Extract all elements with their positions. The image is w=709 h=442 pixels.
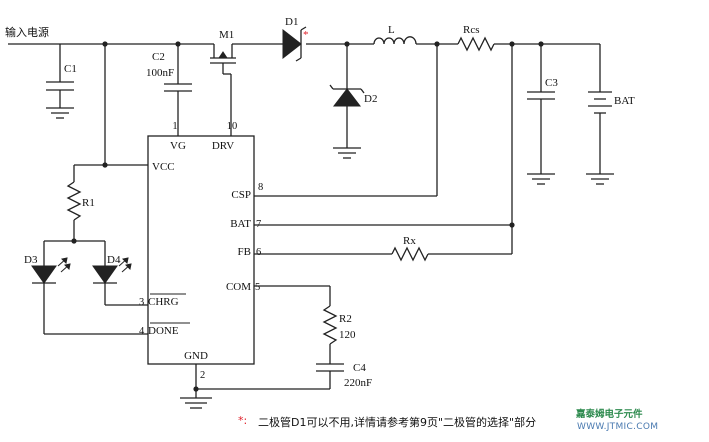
pin-name-done: DONE [148,325,179,337]
note-text: 二极管D1可以不用,详情请参考第9页"二极管的选择"部分 [258,415,536,429]
pin-name-vg: VG [170,140,186,152]
junction-gnd [193,386,199,392]
pin-number-gnd: 2 [200,370,205,381]
ground-d2 [333,147,361,159]
inductor-l [373,36,417,45]
pin-number-com: 5 [255,282,260,293]
label-m1: M1 [219,29,234,41]
label-c2-value: 100nF [146,67,174,79]
label-d1-mark: * [303,29,309,41]
watermark-url: WWW.JTMIC.COM [577,422,658,432]
pin-number-chrg: 3 [139,297,144,308]
bat-wiring [254,44,513,254]
junction-vcc [102,162,108,168]
label-l: L [388,24,395,36]
pin-name-bat: BAT [230,218,251,230]
resistor-rcs [457,36,495,52]
label-r2: R2 [339,313,352,325]
label-r1: R1 [82,197,95,209]
ground-bat [586,173,614,185]
label-r2-value: 120 [339,329,356,341]
battery-bat [588,44,612,174]
pin-number-csp: 8 [258,182,263,193]
label-rx: Rx [403,235,416,247]
capacitor-c4 [196,363,344,390]
ground-c3 [527,173,555,185]
vcc-wiring [74,44,148,166]
mosfet-m1 [210,44,236,136]
pin-name-chrg: CHRG [148,296,179,308]
label-d1: D1 [285,16,298,28]
ground-ic [180,397,212,409]
label-c4: C4 [353,362,366,374]
label-d2: D2 [364,93,377,105]
capacitor-c1 [46,44,74,108]
diode-d1 [282,26,307,62]
pin-name-gnd: GND [184,350,208,362]
label-d3: D3 [24,254,38,266]
diode-d2 [329,44,365,148]
label-d4: D4 [107,254,121,266]
capacitor-c2 [164,44,192,136]
pin-number-fb: 6 [256,247,261,258]
com-wiring [254,285,331,306]
label-input-power: 输入电源 [5,25,49,39]
label-c3: C3 [545,77,558,89]
label-c1: C1 [64,63,77,75]
label-c4-value: 220nF [344,377,372,389]
label-c2: C2 [152,51,165,63]
label-rcs: Rcs [463,24,480,36]
label-bat-symbol: BAT [614,95,635,107]
note-mark: *: [238,414,247,427]
resistor-rx [254,246,512,262]
ground-c1 [46,107,74,119]
resistor-r2 [322,305,338,364]
pin-name-drv: DRV [212,140,234,152]
ic-body [147,135,255,365]
led-d4 [92,257,148,306]
pin-number-vg: 1 [172,121,177,132]
pin-name-fb: FB [238,246,251,258]
pin-name-vcc: VCC [152,161,175,173]
junction-bat-fb [509,222,515,228]
pin-number-drv: 10 [227,121,238,132]
led-wiring [43,240,106,266]
pin-name-csp: CSP [231,189,251,201]
junction-r1-leds [71,238,77,244]
pin-number-done: 4 [139,326,145,337]
led-d3 [31,257,148,335]
resistor-r1 [66,165,82,241]
csp-wiring [254,44,438,197]
capacitor-c3 [527,44,555,174]
pin-name-com: COM [226,281,251,293]
watermark-company: 嘉泰姆电子元件 [575,408,643,420]
